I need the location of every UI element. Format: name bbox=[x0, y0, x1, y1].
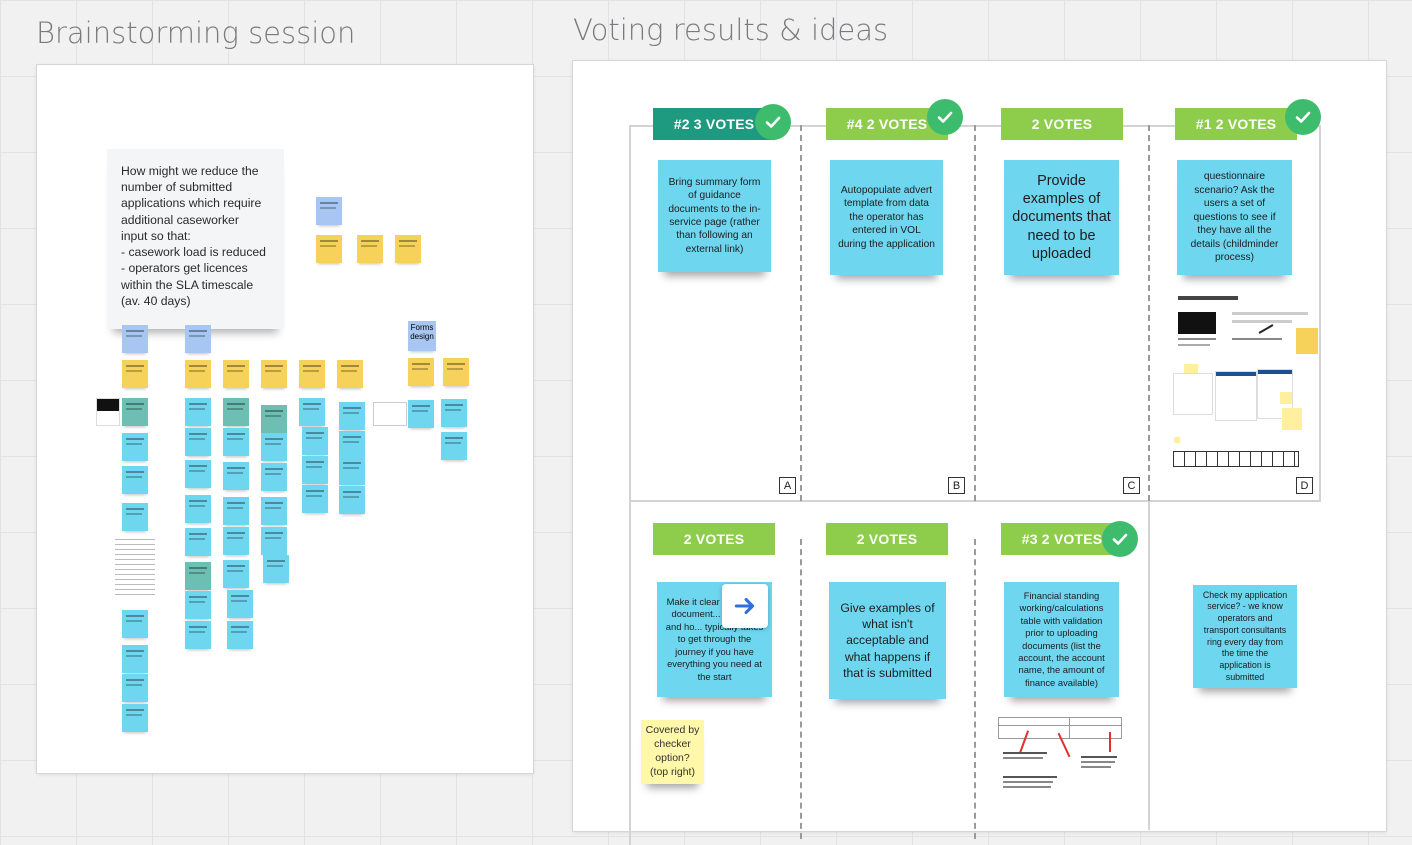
mini-sticky[interactable] bbox=[299, 360, 325, 388]
votes-label: #2 3 VOTES bbox=[653, 108, 775, 140]
thumbnail-image[interactable] bbox=[374, 403, 406, 425]
mini-sticky[interactable] bbox=[185, 591, 211, 619]
mini-sticky[interactable] bbox=[395, 235, 421, 263]
frame-title-voting: Voting results & ideas bbox=[573, 13, 889, 47]
votes-label: 2 VOTES bbox=[1001, 108, 1123, 140]
mini-sticky[interactable] bbox=[122, 503, 148, 531]
column-letter: B bbox=[948, 477, 965, 494]
grid-line bbox=[1319, 125, 1321, 501]
mini-sticky[interactable] bbox=[122, 704, 148, 732]
mini-sticky[interactable] bbox=[185, 528, 211, 556]
mini-sticky[interactable] bbox=[185, 428, 211, 456]
mini-sticky[interactable] bbox=[302, 427, 328, 455]
mini-sticky[interactable] bbox=[408, 358, 434, 386]
mini-sticky[interactable] bbox=[223, 428, 249, 456]
mini-sticky[interactable] bbox=[223, 360, 249, 388]
annotated-screenshot[interactable] bbox=[999, 716, 1125, 796]
mini-sticky[interactable] bbox=[339, 402, 365, 430]
mini-sticky[interactable] bbox=[441, 399, 467, 427]
mini-sticky[interactable] bbox=[316, 235, 342, 263]
check-icon bbox=[1285, 99, 1321, 135]
check-icon bbox=[755, 104, 791, 140]
screenshot-thumbnail[interactable] bbox=[1172, 294, 1318, 484]
mini-sticky[interactable] bbox=[185, 460, 211, 488]
thumbnail-image[interactable] bbox=[97, 399, 119, 425]
mini-sticky[interactable] bbox=[443, 358, 469, 386]
text-block bbox=[115, 535, 155, 597]
grid-line bbox=[629, 500, 1321, 502]
mini-sticky[interactable] bbox=[223, 527, 249, 555]
votes-label: #1 2 VOTES bbox=[1175, 108, 1297, 140]
check-icon bbox=[927, 99, 963, 135]
mini-sticky[interactable] bbox=[261, 405, 287, 433]
column-letter: D bbox=[1296, 477, 1313, 494]
idea-sticky-b[interactable]: Autopopulate advert template from data t… bbox=[830, 160, 943, 275]
mini-sticky[interactable] bbox=[302, 485, 328, 513]
mini-sticky[interactable] bbox=[302, 456, 328, 484]
mini-sticky[interactable] bbox=[227, 621, 253, 649]
mini-sticky[interactable] bbox=[316, 197, 342, 225]
mini-sticky[interactable] bbox=[299, 398, 325, 426]
column-letter: A bbox=[779, 477, 796, 494]
mini-sticky[interactable] bbox=[122, 645, 148, 673]
mini-sticky[interactable] bbox=[261, 433, 287, 461]
mini-sticky[interactable] bbox=[261, 497, 287, 525]
mini-sticky[interactable] bbox=[357, 235, 383, 263]
mini-sticky[interactable] bbox=[122, 674, 148, 702]
mini-sticky[interactable] bbox=[185, 495, 211, 523]
dashed-divider bbox=[974, 125, 976, 501]
mini-sticky[interactable] bbox=[122, 466, 148, 494]
brainstorming-frame[interactable]: How might we reduce the number of submit… bbox=[37, 65, 533, 773]
mini-sticky[interactable] bbox=[337, 360, 363, 388]
mini-sticky[interactable] bbox=[261, 527, 287, 555]
mini-sticky[interactable] bbox=[122, 360, 148, 388]
mini-sticky[interactable] bbox=[185, 398, 211, 426]
mini-sticky[interactable] bbox=[263, 555, 289, 583]
mini-sticky[interactable] bbox=[261, 360, 287, 388]
mini-sticky[interactable] bbox=[223, 560, 249, 588]
mini-sticky[interactable] bbox=[227, 590, 253, 618]
votes-label: 2 VOTES bbox=[826, 523, 948, 555]
dashed-divider bbox=[800, 539, 802, 839]
mini-sticky[interactable] bbox=[223, 398, 249, 426]
mini-sticky[interactable] bbox=[339, 457, 365, 485]
mini-sticky[interactable] bbox=[261, 463, 287, 491]
arrow-right-icon bbox=[734, 597, 755, 615]
check-icon bbox=[1102, 521, 1138, 557]
grid-line bbox=[1148, 500, 1150, 830]
mini-sticky[interactable] bbox=[223, 462, 249, 490]
column-letter: C bbox=[1123, 477, 1140, 494]
mini-sticky[interactable] bbox=[185, 621, 211, 649]
mini-sticky[interactable] bbox=[339, 431, 365, 459]
checker-note-sticky[interactable]: Covered by checker option? (top right) bbox=[641, 720, 704, 784]
votes-label: 2 VOTES bbox=[653, 523, 775, 555]
idea-sticky-d[interactable]: questionnaire scenario? Ask the users a … bbox=[1177, 160, 1292, 275]
mini-sticky[interactable] bbox=[441, 432, 467, 460]
question-sticky[interactable]: How might we reduce the number of submit… bbox=[107, 149, 284, 329]
idea-sticky-c[interactable]: Provide examples of documents that need … bbox=[1004, 160, 1119, 275]
grid-line bbox=[629, 125, 631, 845]
mini-sticky[interactable] bbox=[122, 325, 148, 353]
mini-sticky[interactable] bbox=[185, 562, 211, 590]
mini-sticky[interactable] bbox=[185, 360, 211, 388]
forms-design-sticky[interactable]: Forms design bbox=[408, 321, 436, 351]
mini-sticky[interactable] bbox=[223, 497, 249, 525]
idea-sticky-f[interactable]: Give examples of what isn't acceptable a… bbox=[829, 582, 946, 699]
dashed-divider bbox=[800, 125, 802, 501]
idea-sticky-a[interactable]: Bring summary form of guidance documents… bbox=[658, 160, 771, 272]
mini-sticky[interactable] bbox=[185, 325, 211, 353]
mini-sticky[interactable] bbox=[122, 610, 148, 638]
navigate-arrow-button[interactable] bbox=[722, 584, 768, 628]
idea-sticky-g[interactable]: Financial standing working/calculations … bbox=[1004, 582, 1119, 697]
extra-idea-sticky[interactable]: Check my application service? - we know … bbox=[1193, 585, 1297, 688]
dashed-divider bbox=[1148, 125, 1150, 501]
mini-sticky[interactable] bbox=[339, 486, 365, 514]
dashed-divider bbox=[974, 539, 976, 839]
frame-title-brainstorming: Brainstorming session bbox=[36, 16, 356, 50]
mini-sticky[interactable] bbox=[122, 398, 148, 426]
mini-sticky[interactable] bbox=[122, 433, 148, 461]
idea-sticky-e[interactable]: Make it clear sp... what document... req… bbox=[657, 582, 772, 697]
mini-sticky[interactable] bbox=[408, 400, 434, 428]
